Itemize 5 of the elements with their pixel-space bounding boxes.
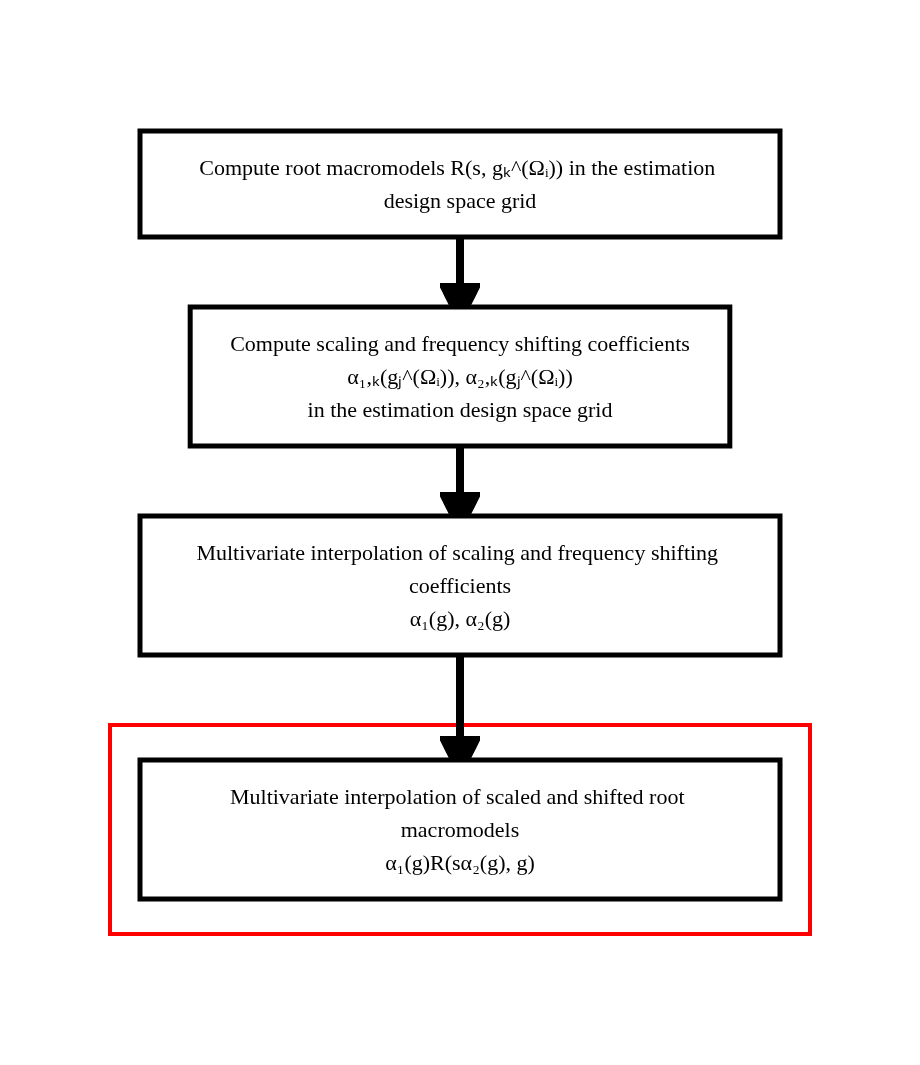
node-box: Compute scaling and frequency shifting coefficients α₁,ₖ(gⱼ^(Ωᵢ)), α₂,ₖ(gⱼ^(Ωᵢ)) in the estimation design space grid: [187, 304, 733, 449]
cluster: [108, 723, 812, 936]
node-box: Compute root macromodels R(s, gₖ^(Ωᵢ)) in the estimation design space grid: [137, 128, 783, 240]
node-box: Multivariate interpolation of scaled and shifted root macromodels α₁(g)R(sα₂(g), g): [137, 757, 783, 902]
node-box: Multivariate interpolation of scaling and frequency shifting coefficients α₁(g), α₂(g): [137, 513, 783, 658]
